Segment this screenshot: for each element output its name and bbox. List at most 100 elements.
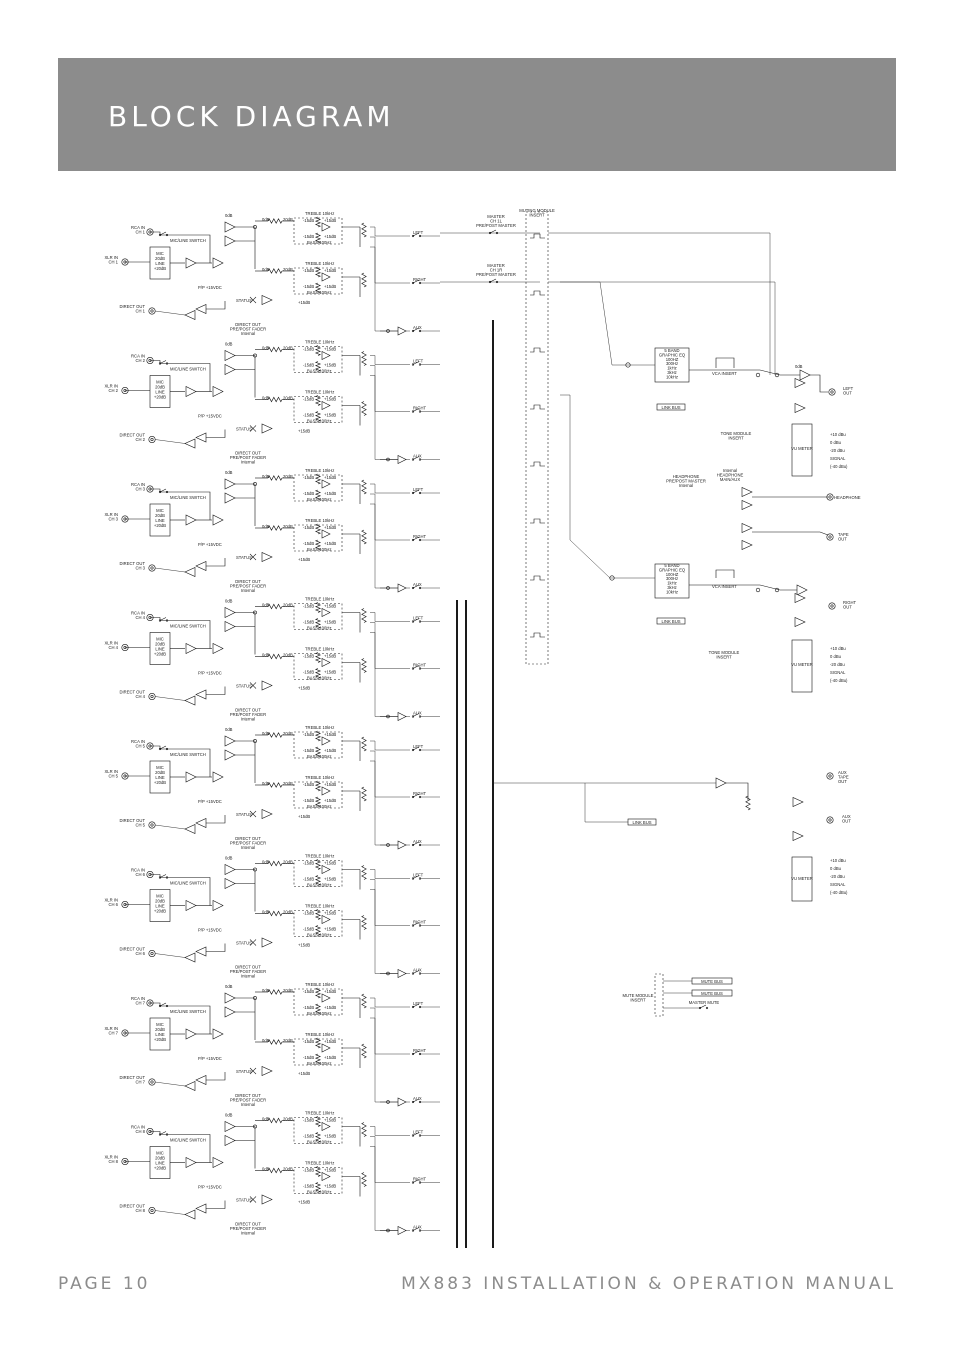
- rca-in-label: CH 8: [135, 1129, 145, 1134]
- bus-assign-switch: [411, 408, 422, 413]
- treble-pot: [314, 987, 322, 999]
- vca-insert-label: VCA INSERT: [712, 371, 737, 376]
- jack-center: [830, 390, 834, 394]
- headphone-pre-post-label: HEADPHONE: [673, 474, 700, 479]
- gain-max-label: 20dB: [283, 781, 293, 786]
- eq-cut-label: -15dB: [303, 1005, 314, 1010]
- eq-cut-label: -15dB: [303, 284, 314, 289]
- meter-level-label: -20 dBu: [830, 448, 845, 453]
- mute-module-insert-label: INSERT: [630, 998, 646, 1003]
- gain-ref-label: 0dB: [262, 860, 270, 865]
- eq-cut-label: -15dB: [303, 1168, 314, 1173]
- eq-cut-label: -15dB: [303, 911, 314, 916]
- direct-out-amp: [184, 824, 196, 834]
- direct-out-pre-post-label: DIRECT OUT: [235, 1093, 261, 1098]
- wire: [560, 394, 655, 579]
- status-label: STATUS: [236, 1198, 252, 1203]
- wire: [370, 365, 410, 412]
- jack-ring: [148, 821, 156, 829]
- direct-out-amp: [184, 695, 196, 706]
- switch-blade: [489, 278, 497, 283]
- switch-blade: [412, 408, 420, 412]
- wire: [370, 750, 410, 798]
- bus-assign-label: RIGHT: [413, 791, 426, 796]
- treble-label: TREBLE 10kHz: [305, 904, 334, 909]
- wire: [154, 439, 186, 444]
- gain-max-label: 20dB: [283, 267, 293, 272]
- bus-assign-switch: [411, 1132, 422, 1137]
- bass-label: BASS 100Hz: [307, 1190, 331, 1195]
- gain-ref-label: 0dB: [225, 342, 233, 347]
- mic-line-box-label: LINE: [155, 904, 165, 909]
- gain-ref-label: 0dB: [225, 213, 233, 218]
- status-amp: [261, 937, 273, 948]
- summing-node: [625, 362, 631, 368]
- xlr-in-label: XLR IN: [105, 1026, 119, 1031]
- eq-cut-label: -15dB: [303, 748, 314, 753]
- eq-boost-label: +15dB: [324, 604, 336, 609]
- node: [386, 457, 390, 462]
- gain-ref-label: 0dB: [262, 781, 270, 786]
- direct-out-amp: [184, 1081, 196, 1091]
- direct-out-label: CH 4: [135, 694, 145, 699]
- xlr-in-label: XLR IN: [105, 384, 119, 389]
- bus-assign-switch: [411, 536, 422, 542]
- mic-line-box-label: +20dB: [154, 266, 166, 271]
- graphic-eq-label: GRAPHIC EQ: [659, 352, 686, 357]
- link-bus-label: LINK BUS: [661, 405, 680, 410]
- gain-max-label: 20dB: [283, 603, 293, 608]
- wire: [584, 783, 628, 823]
- wire: [370, 879, 410, 926]
- switch-contact: [411, 363, 415, 366]
- bass-label: BASS 100Hz: [307, 240, 331, 245]
- eq-cut-label: -15dB: [303, 877, 314, 882]
- wire: [370, 889, 410, 974]
- aux-send-amp: [397, 712, 407, 721]
- gain-max-label: 20dB: [283, 1117, 293, 1122]
- bass-pot: [314, 282, 322, 294]
- channel-gain-amp: [224, 478, 236, 490]
- switch-contact: [495, 231, 499, 235]
- gain-max-label: 20dB: [283, 860, 293, 865]
- gain-pot: [267, 475, 283, 481]
- direct-out-jack: [148, 1078, 156, 1086]
- direct-out-jack: [148, 821, 156, 829]
- jack-center: [150, 1209, 154, 1213]
- master-pre-post-label: PRE/POST MASTER: [476, 272, 516, 277]
- direct-out-pre-post-label: PRE/POST FADER: [230, 455, 266, 460]
- gain-pot: [267, 910, 283, 917]
- treble-label: TREBLE 10kHz: [305, 725, 334, 730]
- treble-label: TREBLE 10kHz: [305, 518, 334, 523]
- bass-pot: [314, 875, 322, 886]
- switch-contact: [411, 234, 415, 238]
- wire: [560, 281, 655, 366]
- preamp: [185, 900, 197, 911]
- meter-level-label: 0 dBu: [830, 440, 842, 445]
- eq-block: [293, 653, 343, 680]
- eq-boost-label: +15dB: [324, 413, 336, 418]
- switch-blade: [159, 745, 167, 750]
- gain-pot: [267, 396, 283, 403]
- eq-cut-label: -15dB: [303, 1055, 314, 1060]
- aux-tape-out-label: AUX: [838, 770, 847, 775]
- eq-amp: [321, 865, 331, 874]
- switch-blade: [412, 584, 420, 589]
- bus-assign-label: RIGHT: [413, 663, 426, 668]
- left-out-jack: [828, 388, 836, 396]
- bass-pot: [314, 489, 322, 501]
- status-label: STATUS: [236, 555, 252, 560]
- gain-pot: [267, 346, 283, 353]
- node: [386, 971, 390, 976]
- bass-label: BASS 100Hz: [307, 626, 331, 631]
- treble-label: TREBLE 10kHz: [305, 1161, 334, 1166]
- rca-in-label: RCA IN: [131, 482, 145, 487]
- wire: [689, 369, 800, 376]
- eq-amp: [321, 1172, 331, 1181]
- gain-ref-label: 0dB: [262, 267, 270, 272]
- gain-ref-label: 0dB: [262, 217, 270, 222]
- eq-cut-label: -15dB: [303, 732, 314, 737]
- gain-ref-label: 0dB: [225, 727, 233, 732]
- insert-point: [530, 518, 545, 524]
- eq-amp: [321, 1122, 331, 1131]
- wire: [154, 953, 186, 958]
